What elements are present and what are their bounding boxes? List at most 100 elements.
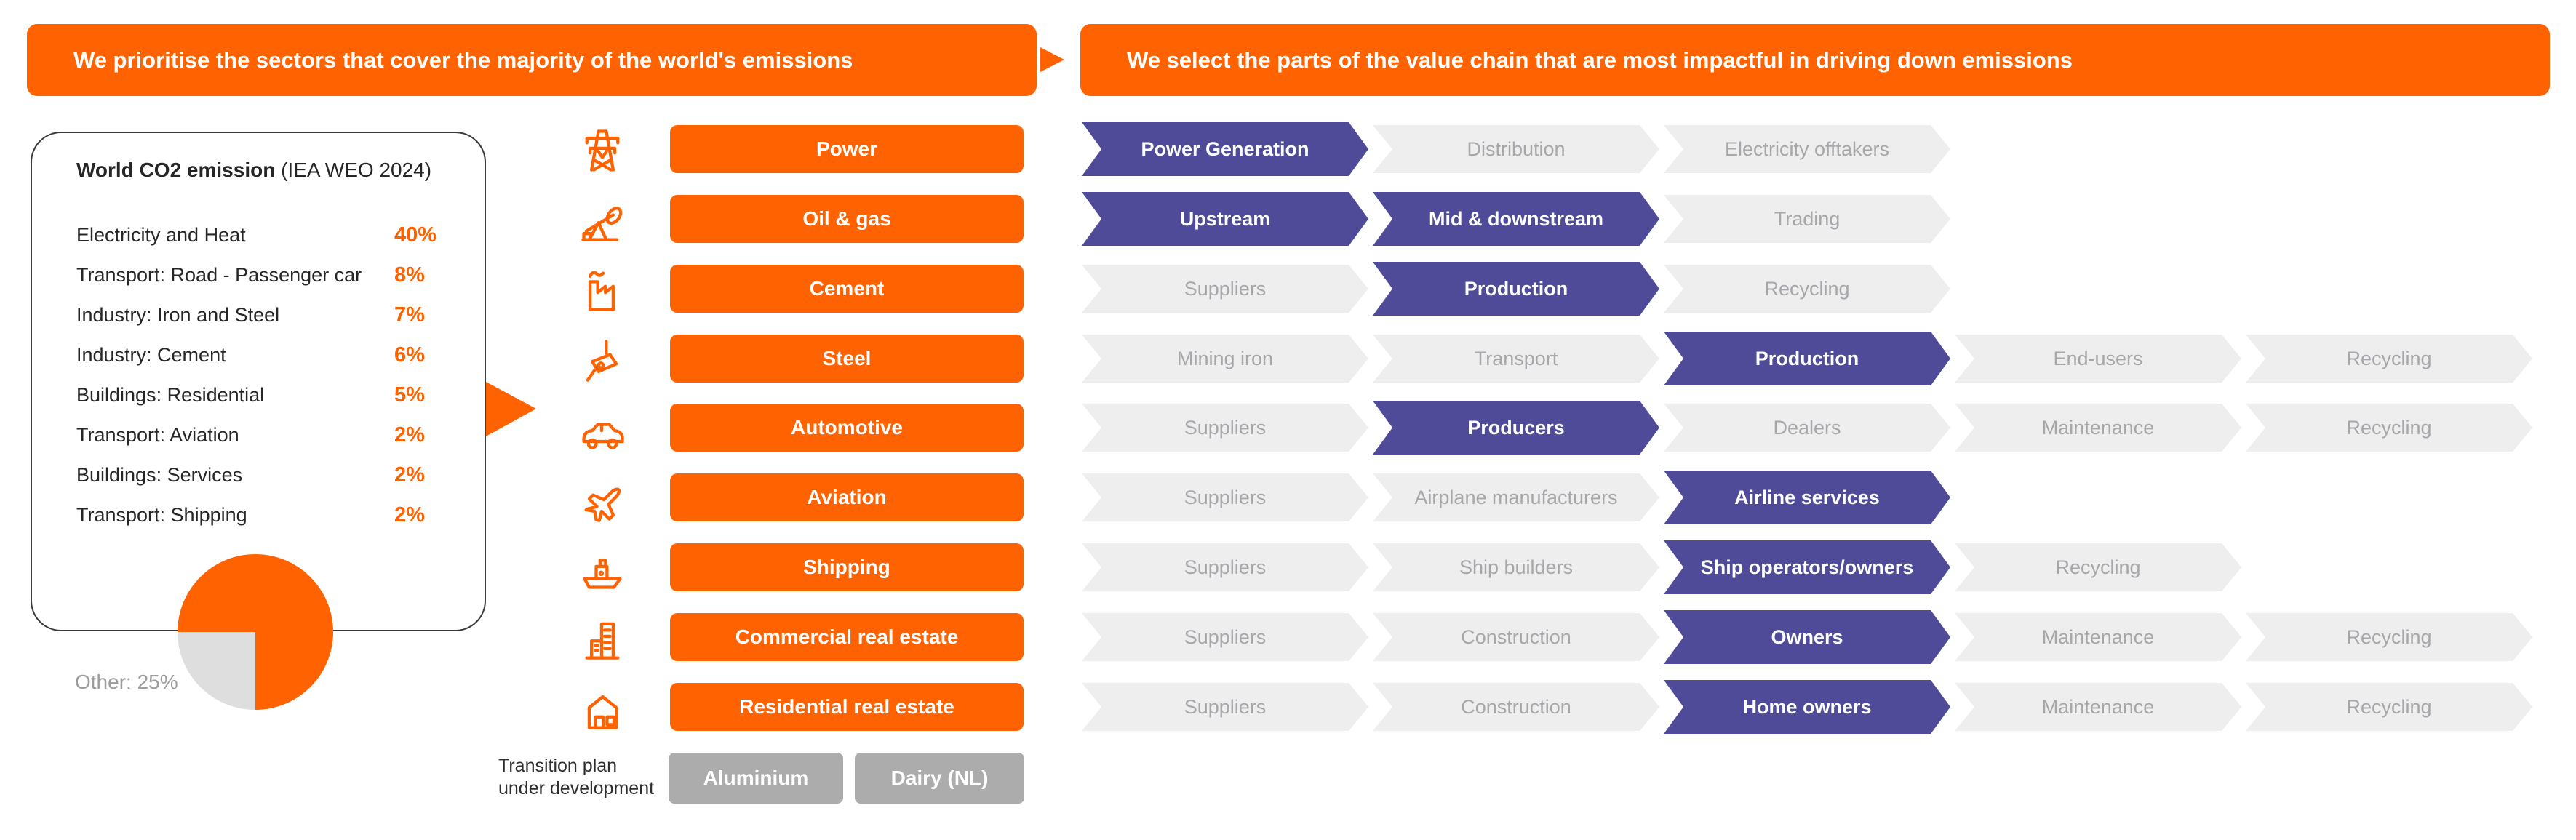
chain-segment-active: Ship operators/owners <box>1664 540 1950 594</box>
sector-button: Aviation <box>670 473 1024 521</box>
sector-button: Commercial real estate <box>670 613 1024 661</box>
chain-segment-label: Construction <box>1461 695 1571 718</box>
sector-button-label: Automotive <box>791 416 903 439</box>
sector-button: Power <box>670 125 1024 173</box>
chain-segment-label: Dealers <box>1773 416 1841 439</box>
chain-segment: Suppliers <box>1082 683 1368 731</box>
chain-segment-label: Owners <box>1771 625 1843 648</box>
sector-button-aluminium-label: Aluminium <box>703 767 809 789</box>
chain-segment: Construction <box>1373 683 1659 731</box>
oil-pump-icon <box>578 196 627 245</box>
car-icon <box>578 404 627 454</box>
pie-other-label: Other: 25% <box>75 671 178 693</box>
chain-segment: Suppliers <box>1082 265 1368 313</box>
co2-row-value: 2% <box>394 503 425 527</box>
chain-segment: Maintenance <box>1955 683 2241 731</box>
value-chain-row: Suppliers Airplane manufacturers Airline s… <box>1082 471 1955 524</box>
chain-segment: End-users <box>1955 335 2241 383</box>
sector-button: Residential real estate <box>670 683 1024 731</box>
chain-segment: Airplane manufacturers <box>1373 473 1659 521</box>
value-chain-row: Suppliers Production Recycling <box>1082 262 1955 316</box>
chain-segment: Recycling <box>1955 543 2241 591</box>
ship-icon <box>578 544 627 593</box>
chain-segment-label: Suppliers <box>1184 556 1267 578</box>
power-tower-icon <box>578 126 627 175</box>
chain-segment-label: Suppliers <box>1184 416 1267 439</box>
chain-segment-label: Airplane manufacturers <box>1414 486 1618 508</box>
chain-segment: Maintenance <box>1955 613 2241 661</box>
sector-button-label: Oil & gas <box>802 207 891 230</box>
chain-segment-label: Trading <box>1774 207 1841 230</box>
co2-row-value: 5% <box>394 383 425 407</box>
sector-button: Cement <box>670 265 1024 313</box>
sector-button-dairy-label: Dairy (NL) <box>890 767 989 789</box>
chain-segment-label: Recycling <box>2346 625 2432 648</box>
transition-plan-label: Transition plan under development <box>498 755 654 800</box>
co2-row-label: Industry: Iron and Steel <box>76 304 280 326</box>
chain-segment: Recycling <box>1664 265 1950 313</box>
sector-button-label: Aviation <box>807 486 887 508</box>
sector-button-label: Shipping <box>803 556 890 578</box>
chain-segment-label: Ship builders <box>1459 556 1574 578</box>
sector-button-label: Power <box>816 137 878 160</box>
chain-segment: Suppliers <box>1082 543 1368 591</box>
sector-button-label: Steel <box>822 347 872 369</box>
chain-segment-active: Owners <box>1664 610 1950 664</box>
chain-segment-active: Upstream <box>1082 192 1368 246</box>
chain-segment-active: Airline services <box>1664 471 1950 524</box>
chain-segment-label: Production <box>1464 277 1568 300</box>
priority-sectors-banner: We prioritise the sectors that cover the… <box>27 24 1037 96</box>
chain-segment-label: Electricity offtakers <box>1724 137 1890 160</box>
value-chain-row: Suppliers Producers Dealers Maintenance Recy… <box>1082 401 2537 455</box>
chain-segment-label: Ship operators/owners <box>1700 556 1914 578</box>
chain-segment-label: Home owners <box>1742 695 1872 718</box>
chain-segment-label: Transport <box>1474 347 1558 369</box>
chain-segment-label: Suppliers <box>1184 486 1267 508</box>
sector-button-label: Commercial real estate <box>735 625 959 648</box>
chain-segment: Suppliers <box>1082 473 1368 521</box>
chain-segment: Transport <box>1373 335 1659 383</box>
chain-segment: Recycling <box>2246 404 2532 452</box>
chain-segment-label: Suppliers <box>1184 277 1267 300</box>
house-icon <box>578 684 627 733</box>
chain-segment-label: Producers <box>1467 416 1565 439</box>
sector-button: Oil & gas <box>670 195 1024 243</box>
chain-segment: Recycling <box>2246 613 2532 661</box>
priority-sectors-banner-text: We prioritise the sectors that cover the… <box>73 47 853 73</box>
chain-segment: Construction <box>1373 613 1659 661</box>
sector-button-aluminium: Aluminium <box>669 753 843 804</box>
transition-plan-label-line1: Transition plan <box>498 756 618 776</box>
sector-button-label: Cement <box>809 277 885 300</box>
chain-segment-label: Recycling <box>2346 347 2432 369</box>
co2-row-label: Buildings: Services <box>76 464 243 486</box>
airplane-icon <box>578 474 627 524</box>
chain-segment-active: Power Generation <box>1082 122 1368 176</box>
chain-segment: Ship builders <box>1373 543 1659 591</box>
co2-row-label: Transport: Road - Passenger car <box>76 264 362 286</box>
co2-row-value: 40% <box>394 223 437 247</box>
co2-row: Buildings: Services 2% <box>76 463 455 487</box>
chain-segment-label: Recycling <box>2346 695 2432 718</box>
co2-row-label: Industry: Cement <box>76 344 226 366</box>
chain-segment: Electricity offtakers <box>1664 125 1950 173</box>
co2-row-value: 2% <box>394 463 425 487</box>
office-buildings-icon <box>578 614 627 663</box>
chain-segment: Maintenance <box>1955 404 2241 452</box>
chain-segment-label: Airline services <box>1734 486 1880 508</box>
chain-segment-label: Suppliers <box>1184 695 1267 718</box>
co2-row: Transport: Road - Passenger car 8% <box>76 263 455 287</box>
arrow-right-icon <box>1040 47 1064 72</box>
co2-row-value: 8% <box>394 263 425 287</box>
sector-button: Automotive <box>670 404 1024 452</box>
chain-segment: Recycling <box>2246 335 2532 383</box>
chain-segment-label: Recycling <box>1764 277 1850 300</box>
chain-segment-label: Recycling <box>2346 416 2432 439</box>
chain-segment-label: Recycling <box>2055 556 2141 578</box>
co2-row-label: Transport: Aviation <box>76 424 239 446</box>
chain-segment-active: Home owners <box>1664 680 1950 734</box>
arrow-right-icon <box>486 382 536 436</box>
co2-row-value: 7% <box>394 303 425 327</box>
